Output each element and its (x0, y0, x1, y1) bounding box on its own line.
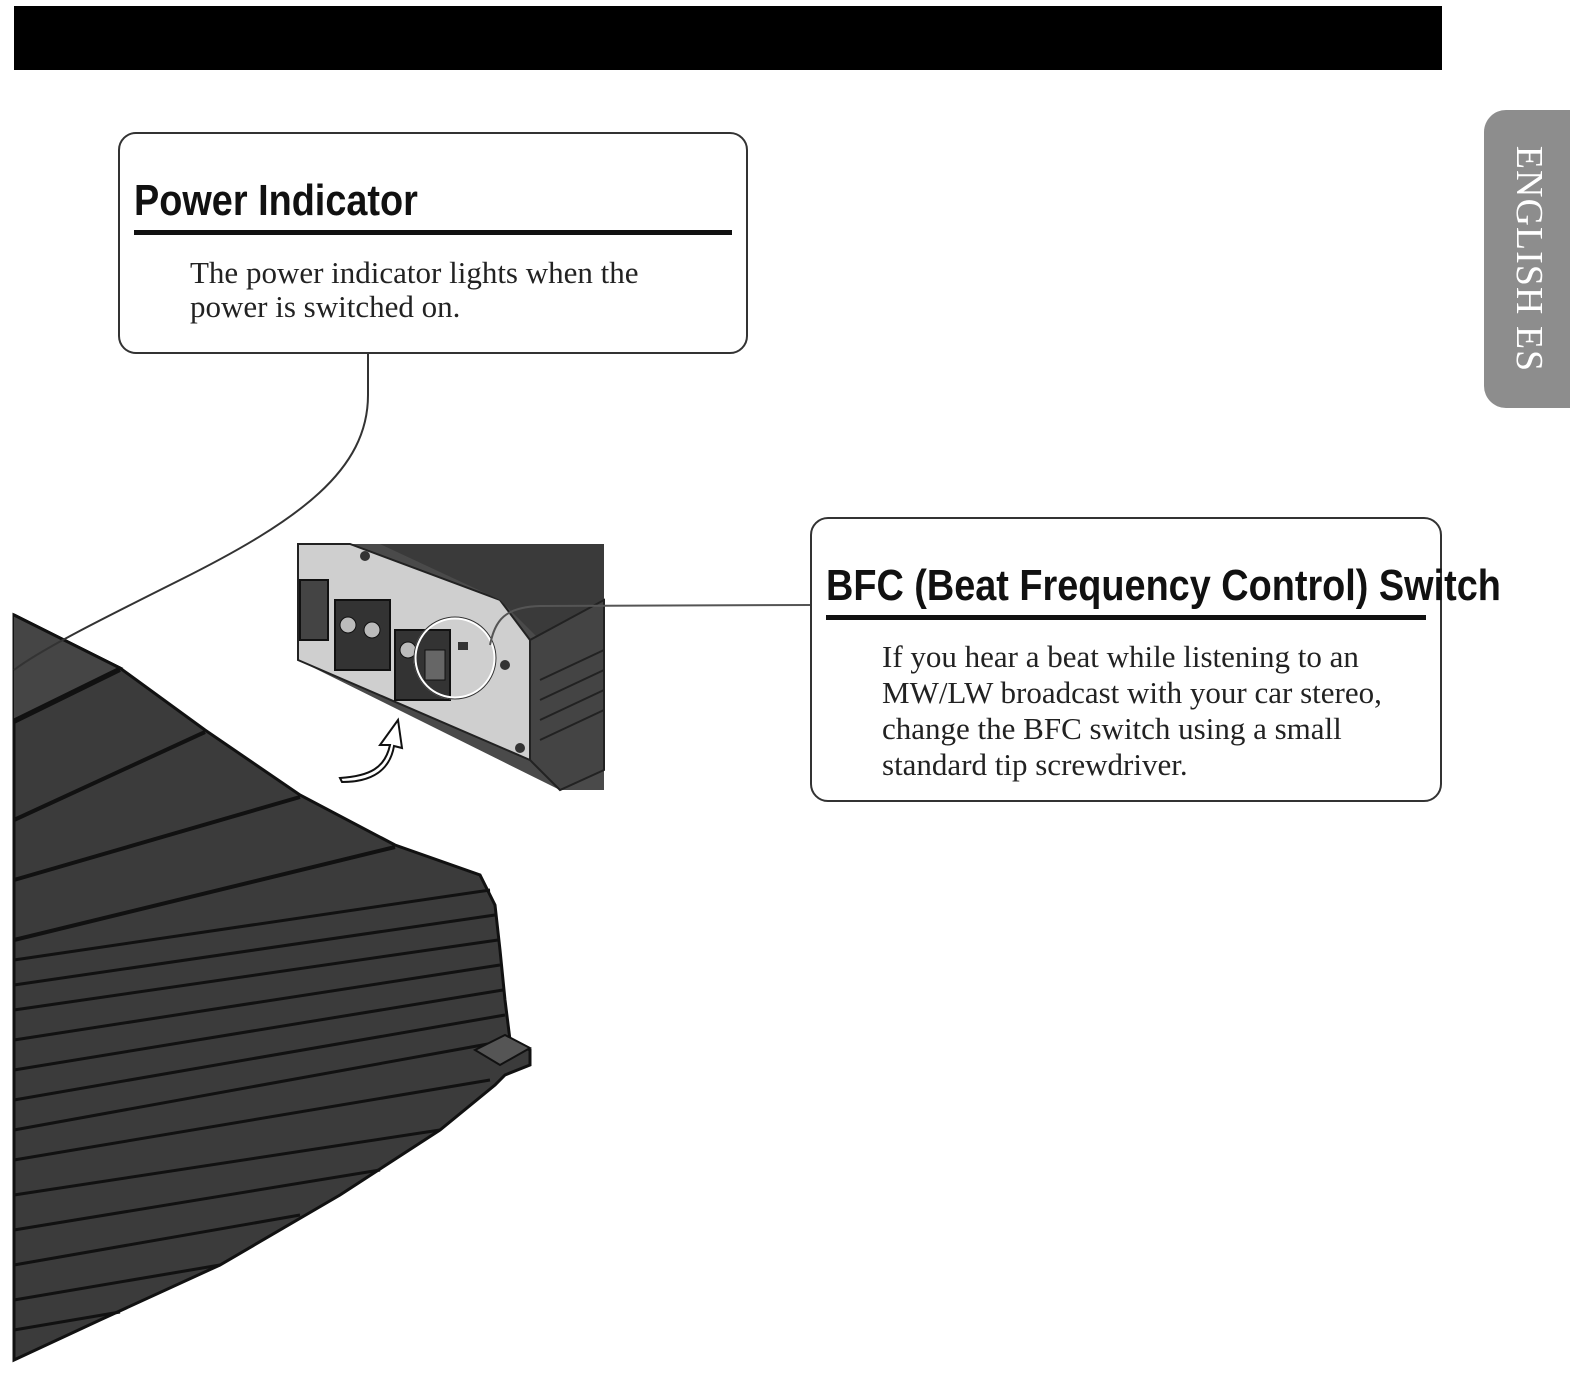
language-tab: ENGLISH ES (1484, 110, 1570, 408)
amplifier-body (12, 612, 533, 1363)
curved-arrow-icon (338, 717, 404, 784)
power-indicator-callout: Power Indicator The power indicator ligh… (118, 132, 748, 354)
power-leader-line (13, 352, 369, 671)
bfc-switch-text: If you hear a beat while listening to an… (882, 639, 1382, 782)
power-indicator-text: The power indicator lights when the powe… (190, 255, 639, 324)
title-rule (826, 615, 1426, 620)
bfc-switch-callout: BFC (Beat Frequency Control) Switch If y… (810, 517, 1501, 802)
title-rule (134, 230, 732, 235)
bfc-leader-line (489, 604, 811, 646)
power-indicator-title: Power Indicator (134, 176, 418, 225)
inset-closeup (297, 543, 605, 792)
header-bar (14, 6, 1442, 70)
bfc-switch-title: BFC (Beat Frequency Control) Switch (826, 561, 1501, 610)
